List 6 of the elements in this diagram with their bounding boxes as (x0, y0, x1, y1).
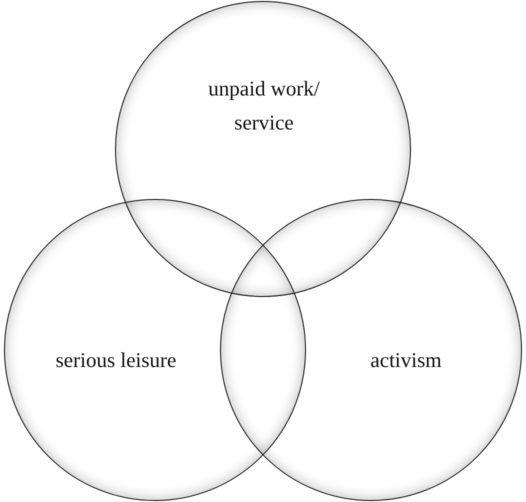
circle-label: activism (369, 347, 443, 374)
venn-circle (220, 199, 522, 501)
venn-circle (4, 199, 306, 501)
circle-label: serious leisure (54, 347, 178, 374)
circle-label: unpaid work/ service (207, 75, 321, 136)
venn-circle (115, 1, 411, 297)
